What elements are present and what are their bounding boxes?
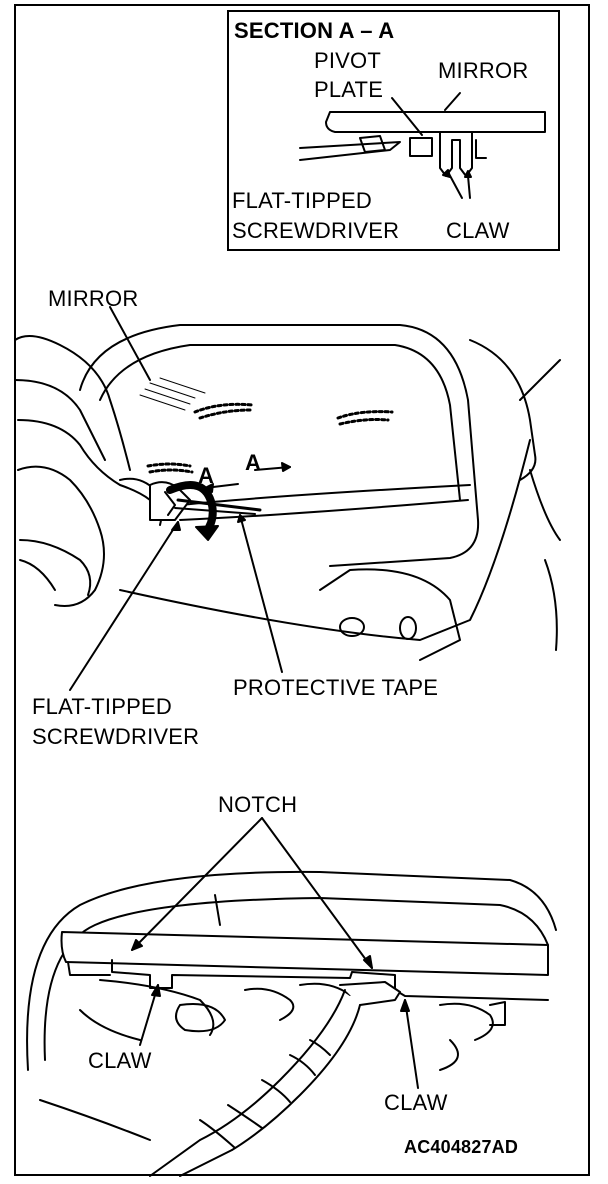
mirror-housing [79, 324, 561, 661]
glare-lines [139, 377, 206, 411]
screwdriver-taped [149, 981, 401, 1177]
section-diagram [299, 92, 546, 199]
inset-screwdriver-label-line1: FLAT-TIPPED [232, 188, 372, 213]
mirror-label: MIRROR [48, 286, 139, 311]
protective-tape-label: PROTECTIVE TAPE [233, 675, 439, 700]
rotation-arrow [166, 481, 219, 541]
hand [14, 335, 163, 607]
notch-label: NOTCH [218, 792, 298, 817]
middle-leaders [69, 306, 283, 691]
pivot-plate-label-line1: PIVOT [314, 48, 382, 73]
screwdriver-label-line2: SCREWDRIVER [32, 724, 200, 749]
bottom-leaders [131, 817, 419, 1089]
section-arrows [204, 462, 291, 493]
screwdriver-handle [149, 481, 262, 521]
pivot-plate-leader [391, 97, 423, 136]
inset-mirror-label: MIRROR [438, 58, 529, 83]
inset-screwdriver-label-line2: SCREWDRIVER [232, 218, 400, 243]
claw-leader-right [467, 175, 471, 199]
section-title: SECTION A – A [234, 18, 395, 43]
section-mark-left: A [198, 463, 215, 488]
section-mark-right: A [245, 450, 262, 475]
mirror-leader [444, 92, 461, 111]
mirror-glass-dots [146, 402, 394, 474]
pivot-plate-label-line2: PLATE [314, 77, 384, 102]
screwdriver-label-line1: FLAT-TIPPED [32, 694, 172, 719]
claw-right-label: CLAW [384, 1090, 448, 1115]
inset-claw-label: CLAW [446, 218, 510, 243]
section-inset-box [227, 10, 560, 251]
claw-left-label: CLAW [88, 1048, 152, 1073]
figure-code: AC404827AD [404, 1137, 519, 1157]
housing-bottom [26, 870, 557, 1141]
